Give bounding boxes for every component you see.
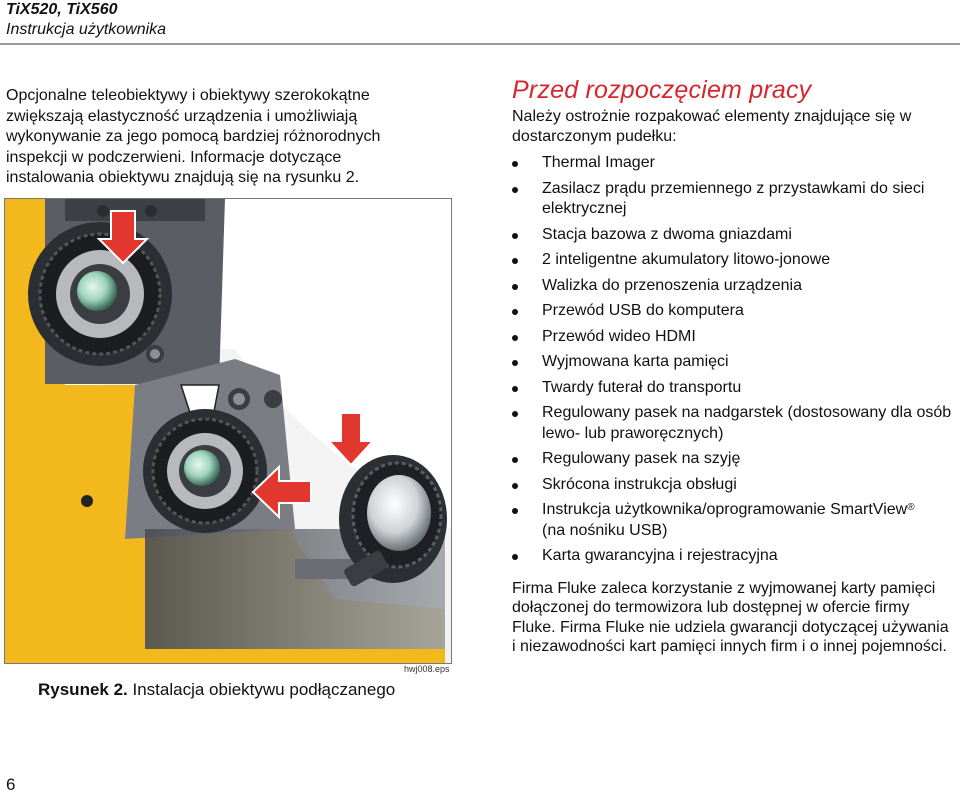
bullet [512, 411, 518, 417]
page-number: 6 [6, 775, 16, 794]
list-item: Karta gwarancyjna i rejestracyjna [512, 546, 952, 567]
arrow-left-icon [251, 464, 312, 520]
figure-caption: Rysunek 2. Instalacja obiektywu podłącza… [38, 680, 395, 700]
figure-caption-text: Instalacja obiektywu podłączanego [132, 680, 396, 699]
list-item: Regulowany pasek na szyję [512, 449, 952, 470]
section-lead: Należy ostrożnie rozpakować elementy zna… [512, 108, 912, 145]
bullet [512, 360, 518, 366]
list-item: Instrukcja użytkownika/oprogramowanie Sm… [512, 500, 952, 541]
header-model: TiX520, TiX560 [6, 1, 118, 18]
list-item: Wyjmowana karta pamięci [512, 352, 952, 373]
bullet [512, 554, 518, 560]
bullet [512, 232, 518, 239]
figure-id: hwj008.eps [404, 664, 450, 674]
section-title: Przed rozpoczęciem pracy [512, 76, 812, 104]
list-item: Przewód wideo HDMI [512, 327, 952, 348]
bullet [512, 334, 518, 341]
list-item: Zasilacz prądu przemiennego z przystawka… [512, 179, 952, 220]
arrow-down-icon [96, 210, 150, 265]
bullet [512, 457, 518, 463]
header-rule [0, 43, 960, 45]
accessory-lens-glass [367, 475, 431, 551]
bullet [512, 161, 518, 167]
header-doc-title: Instrukcja użytkownika [6, 21, 167, 38]
list-item: Walizka do przenoszenia urządzenia [512, 276, 952, 297]
bullet [512, 482, 518, 489]
list-item: Stacja bazowa z dwoma gniazdami [512, 225, 952, 246]
arrow-down-icon-2 [326, 412, 376, 467]
list-item: Skrócona instrukcja obsługi [512, 475, 952, 496]
page-header: TiX520, TiX560 Instrukcja użytkownika [6, 0, 166, 40]
bullet [512, 283, 518, 290]
memory-card-note: Firma Fluke zaleca korzystanie z wyjmowa… [512, 579, 949, 656]
list-item: Regulowany pasek na nadgarstek (dostosow… [512, 403, 952, 444]
list-item: Thermal Imager [512, 153, 952, 174]
bullet [512, 186, 518, 193]
camera-illustration [5, 199, 451, 663]
package-contents-list: Thermal Imager Zasilacz prądu przemienne… [512, 153, 952, 567]
bullet [512, 309, 518, 315]
upper-lens-glass [77, 271, 117, 311]
list-item: Twardy futerał do transportu [512, 378, 952, 399]
right-column: Przed rozpoczęciem pracy Należy ostrożni… [512, 74, 952, 657]
bullet [512, 385, 518, 392]
figure-lens-installation [4, 198, 452, 664]
bullet [512, 508, 518, 514]
bullet [512, 258, 518, 264]
lower-lens-glass [184, 450, 220, 486]
intro-paragraph: Opcjonalne teleobiektywy i obiektywy sze… [6, 87, 381, 186]
list-item: Przewód USB do komputera [512, 301, 952, 322]
registered-mark: ® [907, 502, 915, 513]
figure-caption-label: Rysunek 2. [38, 680, 128, 699]
list-item: 2 inteligentne akumulatory litowo-jonowe [512, 250, 952, 271]
